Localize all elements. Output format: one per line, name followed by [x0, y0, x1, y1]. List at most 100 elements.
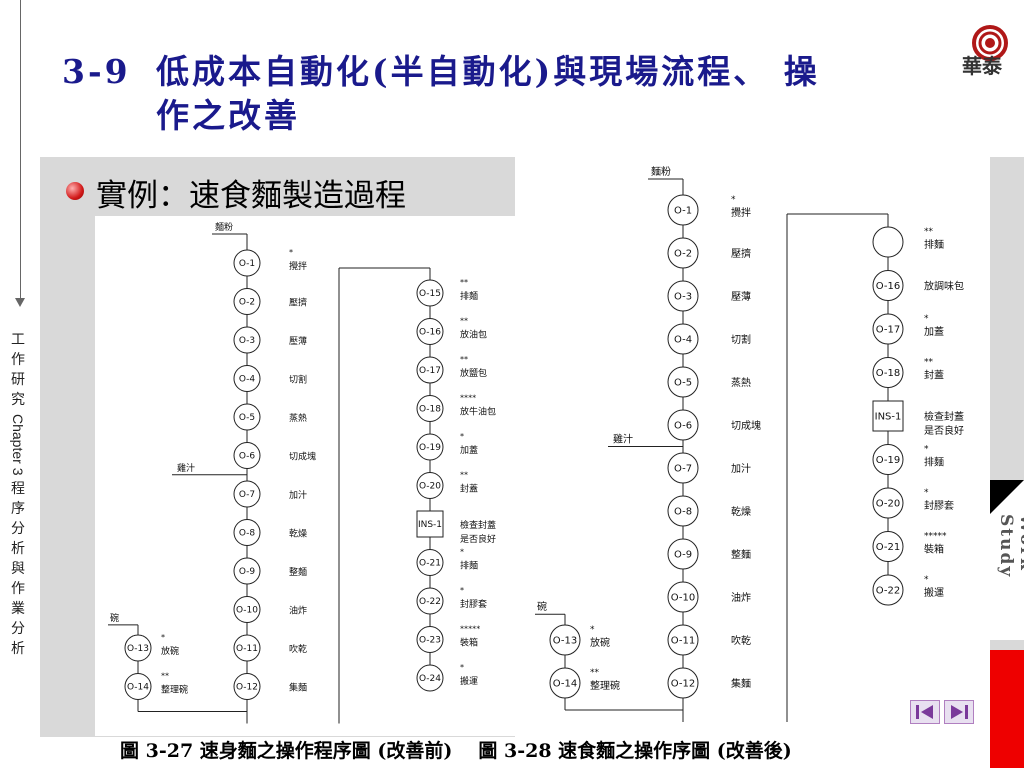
operation-id: O-18: [876, 368, 900, 379]
operation-id: O-22: [419, 597, 441, 607]
operation-id: O-15: [419, 289, 441, 299]
operation-label: 裝箱: [924, 543, 944, 556]
operation-circle: [416, 664, 444, 692]
operation-note: *: [924, 445, 929, 455]
bullet-text: 實例：速食麵製造過程: [96, 178, 406, 214]
operation-note: *: [731, 195, 736, 205]
operation-label: 切割: [731, 333, 751, 346]
operation-label: 封蓋: [924, 369, 944, 382]
operation-id: O-13: [127, 644, 149, 654]
operation-id: O-12: [671, 679, 695, 690]
operation-label: 是否良好: [460, 533, 496, 545]
input-label: 麵粉: [651, 165, 671, 178]
next-slide-button[interactable]: [944, 700, 974, 724]
side-char: 究: [11, 392, 25, 408]
operation-id: O-3: [674, 292, 692, 303]
operation-label: 封膠套: [924, 499, 954, 512]
operation-label: 加汁: [289, 489, 307, 501]
operation-label: 加汁: [731, 462, 751, 475]
operation-id: O-21: [876, 542, 900, 553]
operation-id: O-19: [876, 455, 900, 466]
figure-captions: 圖 3-27 速身麵之操作程序圖 (改善前)圖 3-28 速食麵之操作序圖 (改…: [120, 736, 1000, 763]
operation-note: *: [161, 632, 165, 642]
operation-note: ****: [460, 393, 476, 403]
operation-id: O-20: [876, 499, 900, 510]
operation-label: 整麵: [289, 566, 307, 578]
operation-note: **: [924, 227, 934, 237]
side-char: 析: [11, 541, 25, 558]
input-label: 雞汁: [613, 433, 633, 446]
operation-label: 攪拌: [731, 206, 751, 219]
operation-label: 整理碗: [161, 684, 188, 696]
operation-label: 排麵: [460, 290, 478, 302]
prev-arrow-icon: [916, 705, 933, 719]
operation-note: **: [924, 358, 934, 368]
operation-id: O-22: [876, 586, 900, 597]
operation-label: 搬運: [460, 675, 478, 687]
operation-id: O-16: [876, 281, 900, 292]
operation-label: 集麵: [289, 682, 307, 694]
operation-id: O-2: [239, 298, 255, 308]
operation-id: O-10: [671, 593, 695, 604]
side-chapter-number: Chapter 3: [10, 414, 26, 476]
side-char: 析: [11, 641, 25, 658]
operation-label: 集麵: [731, 677, 751, 690]
operation-id: O-21: [419, 559, 441, 569]
operation-label: 放油包: [460, 329, 487, 341]
side-vertical-line: [20, 0, 21, 300]
operation-label: 搬運: [924, 586, 944, 599]
operation-label: 整理碗: [590, 679, 620, 692]
operation-id: O-13: [553, 636, 577, 647]
input-label: 碗: [110, 612, 119, 624]
operation-label: 油炸: [731, 591, 751, 604]
slide-title-number: 3-9: [62, 52, 131, 91]
operation-label: 放鹽包: [460, 367, 487, 379]
operation-id: O-8: [674, 507, 692, 518]
operation-label: 排麵: [924, 456, 944, 469]
operation-label: 壓擠: [289, 297, 307, 309]
operation-id: O-9: [674, 550, 692, 561]
operation-label: 排麵: [924, 238, 944, 251]
operation-id: O-11: [671, 636, 695, 647]
operation-id: O-5: [674, 378, 692, 389]
operation-id: O-7: [239, 490, 255, 500]
inspection-box: [872, 400, 904, 432]
operation-id: O-16: [419, 328, 441, 338]
operation-id: O-8: [239, 529, 256, 539]
operation-label: 封蓋: [460, 483, 478, 495]
bullet-item: 實例：速食麵製造過程: [66, 170, 516, 214]
operation-id: O-14: [127, 683, 149, 693]
operation-note: **: [590, 668, 600, 678]
operation-note: *: [590, 625, 595, 635]
operation-id: O-9: [239, 567, 256, 577]
operation-label: 壓薄: [731, 290, 751, 303]
operation-label: 壓擠: [731, 247, 751, 260]
work-study-label: Work Study: [996, 514, 1024, 579]
operation-label: 加蓋: [924, 326, 944, 338]
operation-note: *: [460, 431, 464, 441]
operation-id: O-20: [419, 482, 441, 492]
operation-label: 裝箱: [460, 637, 478, 649]
tab-triangle-icon: [990, 480, 1024, 514]
operation-note: *: [460, 547, 464, 557]
operation-id: O-1: [239, 259, 255, 269]
operation-label: 整麵: [731, 548, 751, 561]
operation-label: 攪拌: [289, 260, 307, 272]
prev-slide-button[interactable]: [910, 700, 940, 724]
slide-title-line2: 作之改善: [156, 96, 300, 135]
next-arrow-icon: [951, 705, 968, 719]
side-chapter-label: 工 作 研 究 Chapter 3 程 序 分 析 與 作 業 分 析: [6, 330, 30, 659]
side-char: 序: [11, 501, 25, 518]
side-char: 研: [11, 372, 25, 388]
publisher-logo-text: 華泰: [962, 54, 1002, 78]
operation-note: *: [924, 575, 929, 585]
operation-id: O-10: [236, 606, 258, 616]
operation-note: **: [460, 316, 468, 326]
operation-label: 壓薄: [289, 335, 307, 347]
operation-note: **: [460, 470, 468, 480]
operation-circle: [872, 226, 904, 258]
operation-label: 吹乾: [731, 634, 751, 647]
